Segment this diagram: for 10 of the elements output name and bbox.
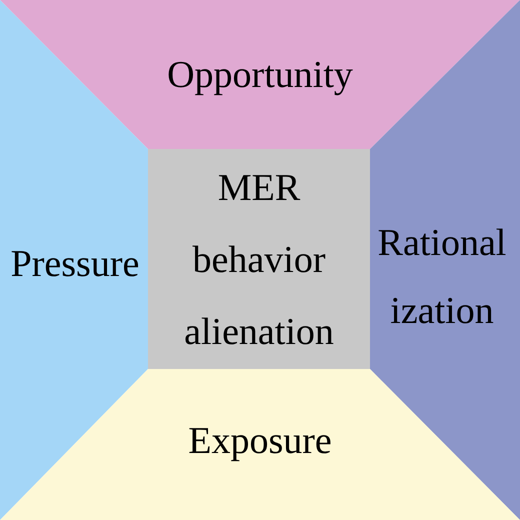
panel-label: Opportunity	[167, 53, 353, 97]
trapezoid-panel	[0, 369, 520, 520]
panel-label: MER behavior alienation	[184, 166, 334, 355]
panel-label: Pressure	[10, 242, 140, 286]
trapezoid-panel	[370, 0, 520, 520]
panel-label: Exposure	[188, 419, 332, 463]
trapezoid-panel	[0, 0, 520, 149]
trapezoid-panel	[0, 0, 148, 520]
square-panel	[148, 149, 370, 369]
panel-label: Rational ization	[378, 221, 506, 334]
